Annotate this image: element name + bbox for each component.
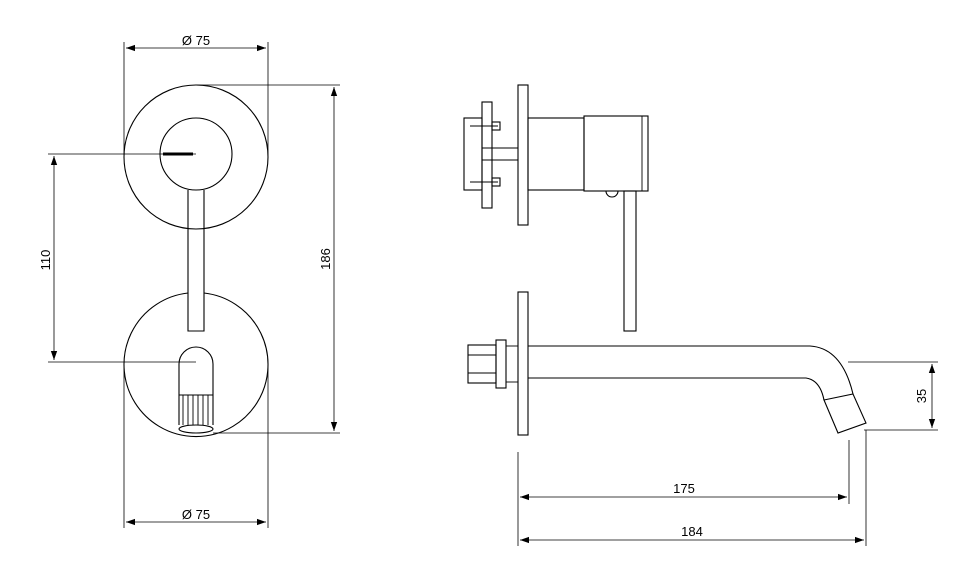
spout-aerator xyxy=(823,393,867,434)
overall-height-label: 186 xyxy=(318,248,333,270)
spout-body-side xyxy=(467,291,867,436)
spout-front xyxy=(178,346,214,425)
projection-label: 175 xyxy=(673,481,695,496)
spacing-label: 110 xyxy=(38,250,53,271)
top-diameter-label: Ø 75 xyxy=(182,33,210,48)
lever-handle xyxy=(187,190,205,332)
spout-height-label: 35 xyxy=(914,389,929,403)
top-rosette xyxy=(123,84,269,230)
mixer-body-side xyxy=(463,84,649,226)
aerator-grid xyxy=(178,395,214,434)
overall-projection-label: 184 xyxy=(681,524,703,539)
front-view: Ø 75 Ø 75 110 186 xyxy=(38,33,340,528)
bottom-rosette xyxy=(123,292,269,438)
bottom-diameter-label: Ø 75 xyxy=(182,507,210,522)
lever-side xyxy=(623,190,637,332)
side-view: 35 175 184 xyxy=(463,84,938,546)
